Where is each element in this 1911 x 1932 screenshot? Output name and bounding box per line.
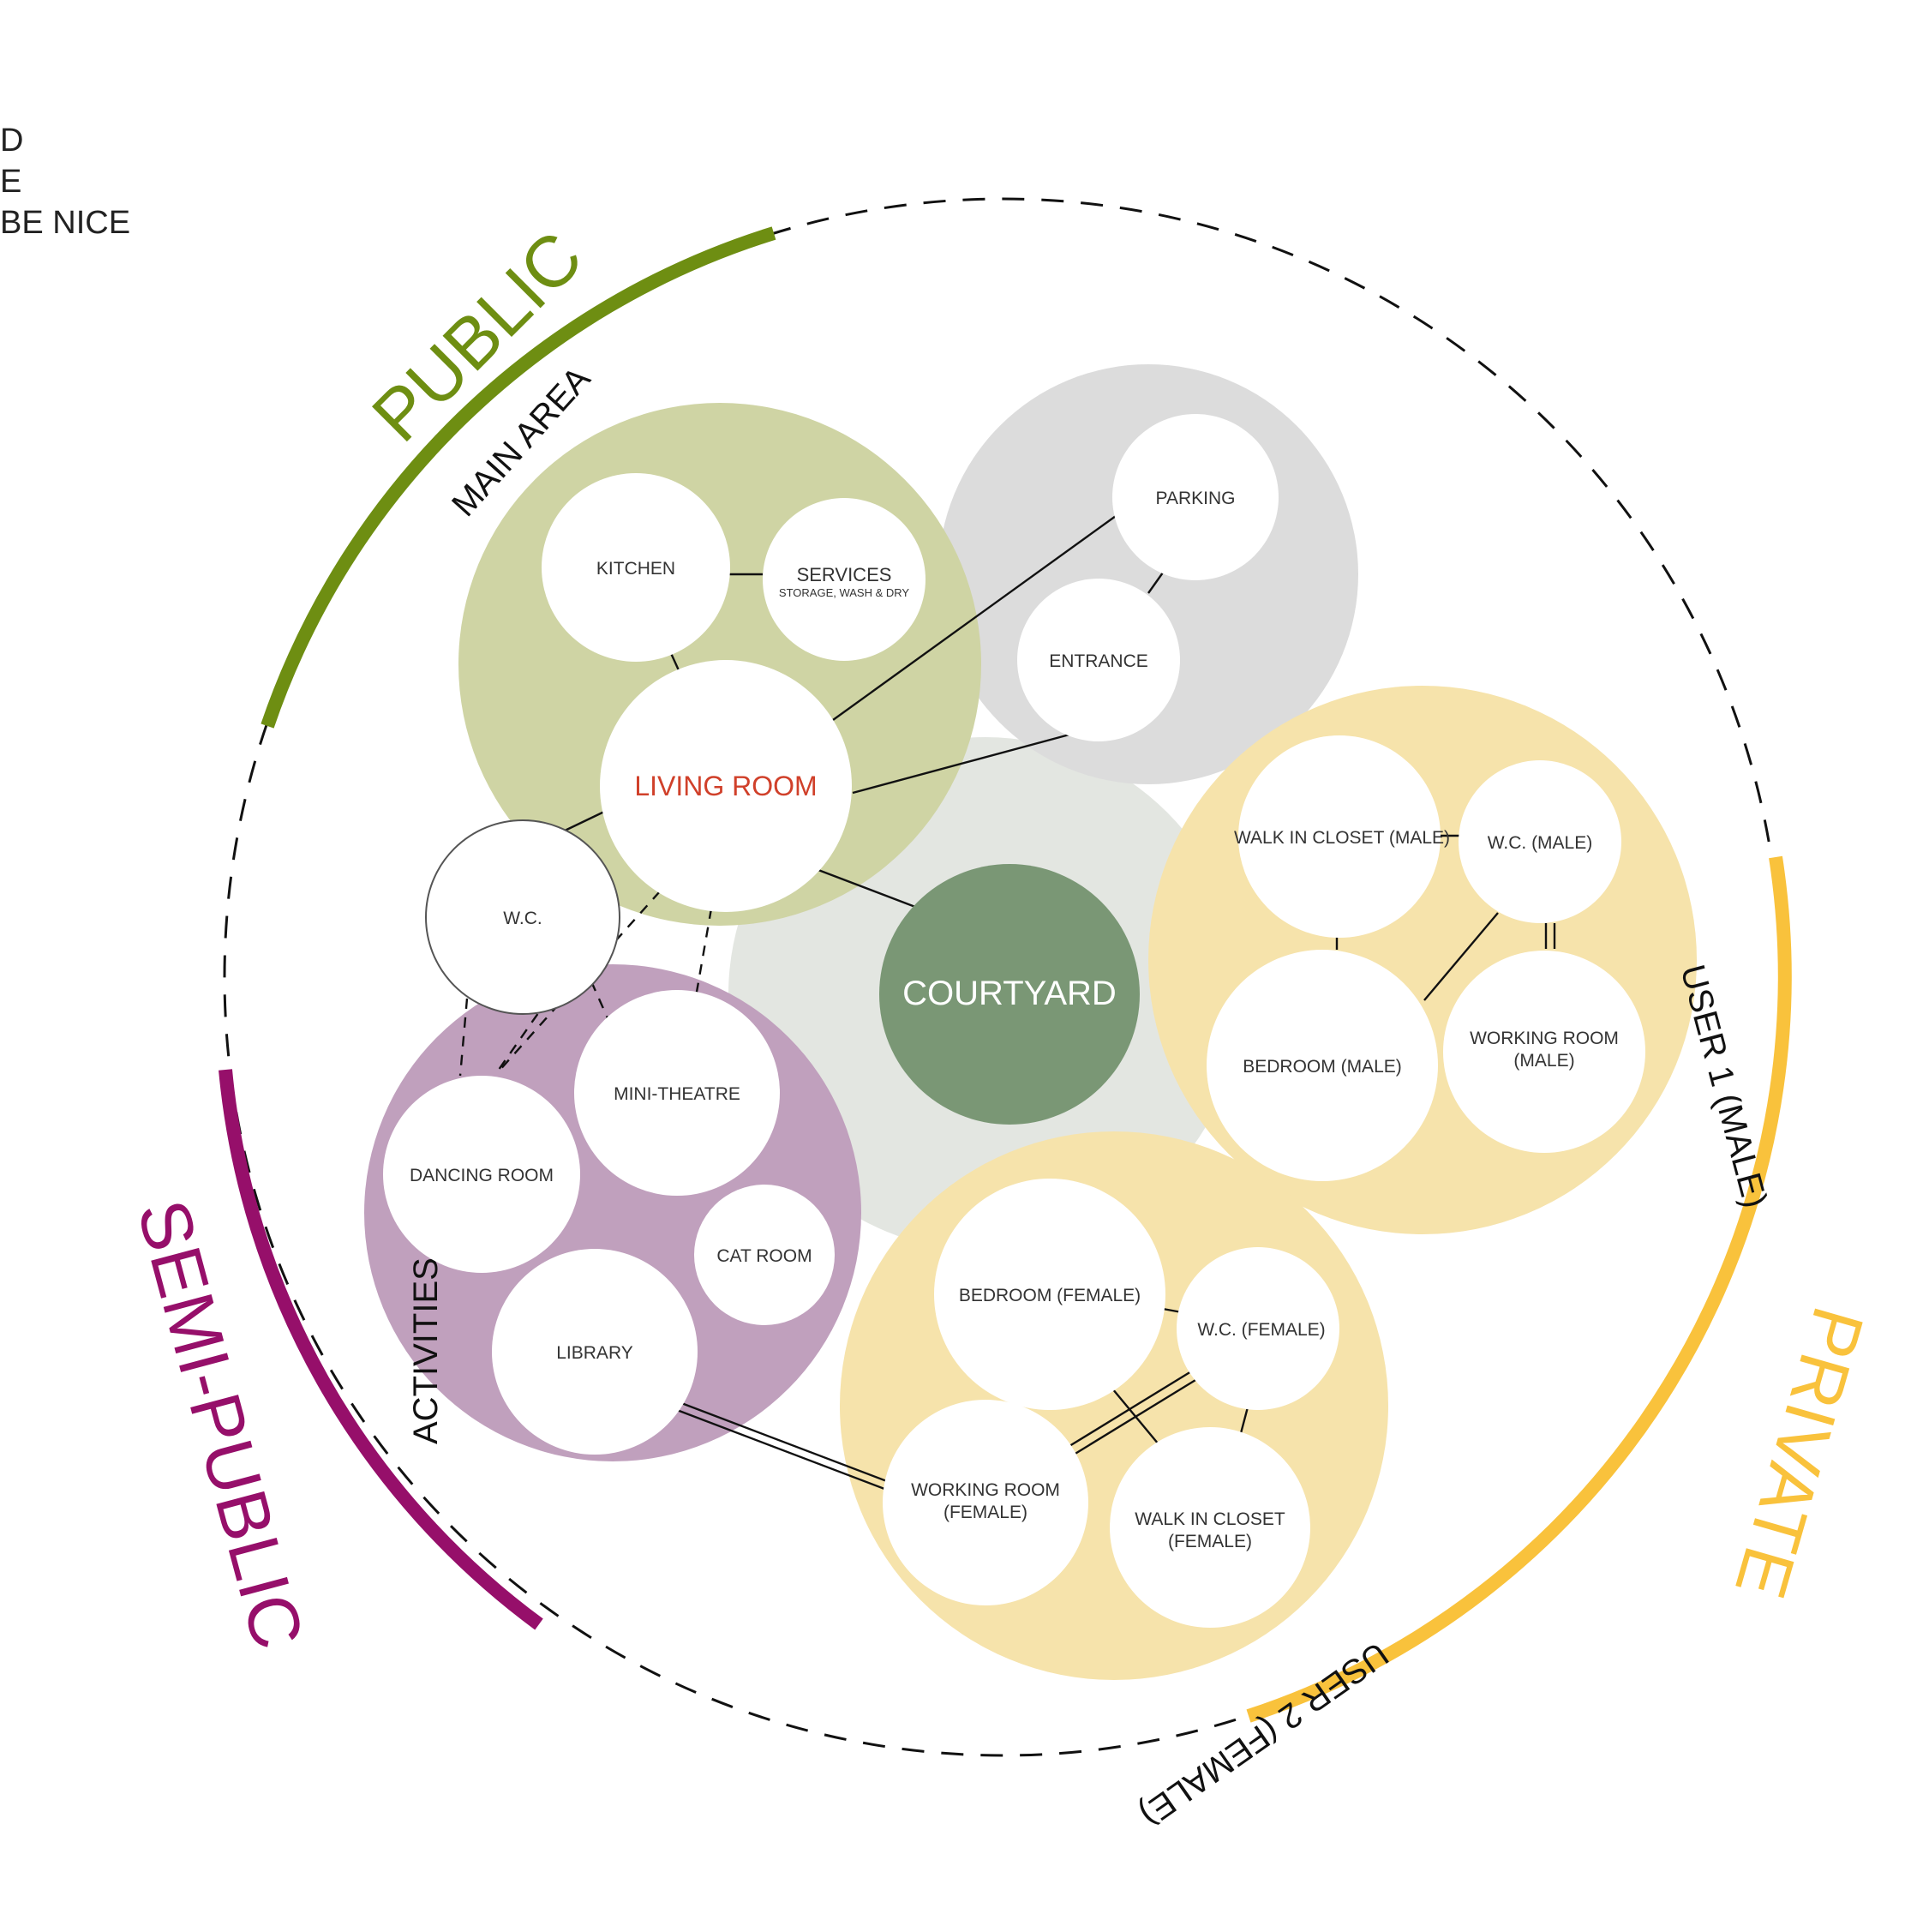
label-courtyard: COURTYARD [902, 975, 1117, 1012]
link-parking-entrance [1147, 572, 1164, 594]
link-living-parking [832, 515, 1117, 721]
label-living-room: LIVING ROOM [634, 771, 817, 801]
link-living-courtyard [818, 868, 916, 909]
room-services [763, 498, 926, 661]
link-working-wc-female-b [1073, 1376, 1201, 1456]
label-wc: W.C. [503, 909, 542, 928]
label-library: LIBRARY [556, 1343, 633, 1363]
room-kitchen [542, 473, 730, 662]
link-living-wc [562, 810, 605, 833]
room-walk-in-closet-male [1238, 735, 1441, 938]
label-cat-room: CAT ROOM [716, 1246, 812, 1266]
label-walk-in-closet-female-1: WALK IN CLOSET [1135, 1509, 1285, 1529]
room-walk-in-closet-female [1110, 1427, 1310, 1628]
label-working-male-2: (MALE) [1513, 1051, 1574, 1071]
label-dancing-room: DANCING ROOM [410, 1166, 554, 1185]
label-walk-in-closet-female-2: (FEMALE) [1168, 1532, 1252, 1551]
room-wc [425, 819, 620, 1015]
link-wc-minitheatre [590, 981, 610, 1021]
label-services: SERVICES [797, 564, 892, 585]
room-cat [694, 1185, 835, 1325]
legend-line-3: BE NICE [0, 205, 131, 241]
label-working-male-1: WORKING ROOM [1470, 1029, 1619, 1048]
label-bedroom-male: BEDROOM (MALE) [1243, 1057, 1402, 1077]
legend: D E BE NICE [0, 120, 130, 243]
link-wc-dancing-a [458, 998, 469, 1077]
link-living-service [852, 733, 1070, 795]
room-bedroom-female [934, 1179, 1165, 1410]
label-walk-in-closet-male: WALK IN CLOSET (MALE) [1234, 828, 1450, 848]
private-arc [1246, 855, 1792, 1723]
room-parking [1112, 414, 1279, 580]
label-entrance: ENTRANCE [1049, 651, 1148, 671]
group-label-user1: USER 1 (MALE) [1673, 961, 1774, 1212]
label-working-female-2: (FEMALE) [944, 1503, 1027, 1522]
room-dancing [383, 1076, 580, 1273]
zone-label-private: PRIVATE [1720, 1299, 1879, 1606]
room-living [600, 660, 852, 912]
room-library [492, 1249, 698, 1455]
link-living-minitheatre [694, 908, 713, 998]
semi-public-arc [219, 1069, 543, 1630]
connections [562, 515, 1556, 1493]
public-arc [261, 226, 776, 729]
legend-line-1: D [0, 123, 24, 159]
user1-zone [1148, 686, 1697, 1234]
label-parking: PARKING [1156, 489, 1236, 508]
label-services-sub: STORAGE, WASH & DRY [779, 586, 910, 599]
link-working-wc-female-a [1069, 1367, 1196, 1448]
room-working-male [1443, 951, 1645, 1153]
group-label-activities: ACTIVITIES [407, 1257, 445, 1444]
room-courtyard [879, 864, 1140, 1125]
label-working-female-1: WORKING ROOM [911, 1480, 1060, 1500]
label-kitchen: KITCHEN [596, 559, 675, 579]
label-bedroom-female: BEDROOM (FEMALE) [959, 1286, 1141, 1305]
zone-label-semi-public: SEMI-PUBLIC [123, 1191, 320, 1657]
legend-line-2: E [0, 164, 22, 200]
room-mini-theatre [574, 990, 780, 1196]
room-working-female [883, 1400, 1088, 1605]
label-mini-theatre: MINI-THEATRE [614, 1084, 740, 1104]
link-library-working-female-b [676, 1408, 892, 1493]
room-bedroom-male [1207, 950, 1438, 1181]
room-wc-female [1177, 1247, 1339, 1410]
link-wc-dancing-b [494, 998, 549, 1077]
room-wc-male [1459, 760, 1621, 923]
link-wc-bedroom-male [1423, 912, 1499, 1001]
link-library-working-female-a [676, 1400, 892, 1485]
label-wc-female: W.C. (FEMALE) [1197, 1320, 1325, 1340]
room-entrance [1017, 579, 1180, 741]
label-wc-male: W.C. (MALE) [1488, 833, 1593, 853]
